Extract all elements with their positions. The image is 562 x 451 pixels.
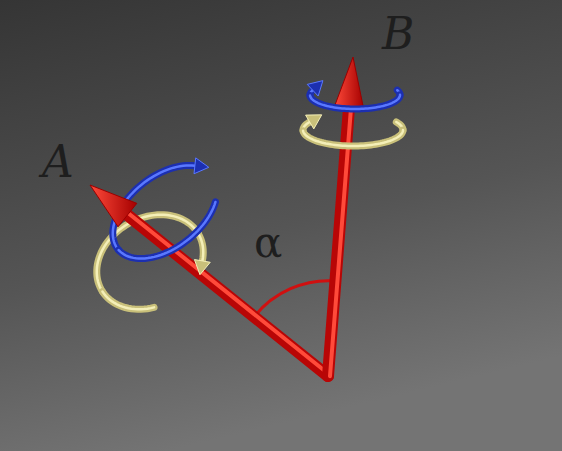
angle-arc — [254, 281, 336, 317]
ring-highlight — [310, 95, 400, 109]
rotation-ring — [303, 130, 403, 146]
axis-label: B — [382, 12, 414, 56]
arrow-highlight — [129, 213, 330, 374]
ring-highlight — [102, 292, 154, 310]
ring-highlight — [198, 234, 203, 261]
rotation-ring — [119, 202, 216, 259]
ring-highlight — [119, 202, 216, 259]
ring-arrowhead — [306, 115, 322, 129]
arrow-head — [334, 57, 364, 110]
ring-highlight — [303, 130, 403, 146]
rotation-ring — [102, 292, 154, 310]
rotation-ring — [198, 234, 203, 261]
axis-label: A — [42, 140, 74, 184]
rings-back — [97, 81, 403, 292]
ring-arrowhead — [194, 158, 209, 174]
angle-label: α — [254, 222, 282, 264]
ring-arrowhead — [194, 260, 210, 275]
rings-front — [102, 95, 403, 309]
rotation-ring — [310, 95, 400, 109]
axis-arrow-a — [90, 185, 329, 376]
arrow-head — [90, 185, 137, 227]
